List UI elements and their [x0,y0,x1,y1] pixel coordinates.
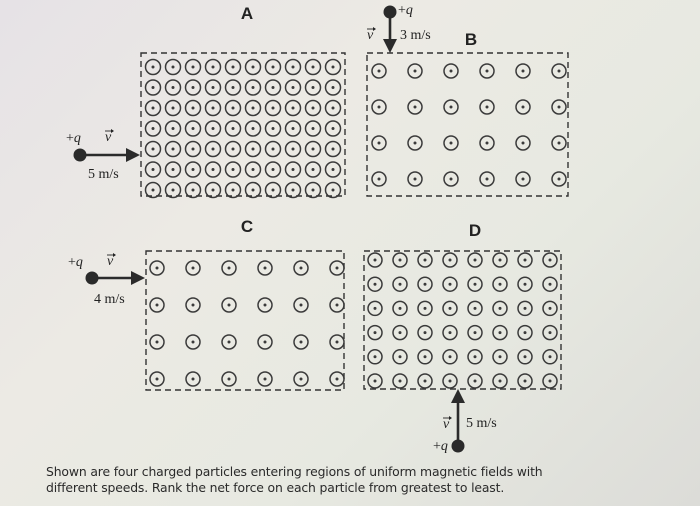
speed-label: 3 m/s [400,28,431,43]
velocity-symbol: v [107,254,114,269]
field-region [363,250,562,390]
charge-dot [451,439,465,453]
arrow-head-icon [383,39,397,53]
field-out-of-page-symbols [149,260,345,387]
arrow-head-icon [451,389,465,403]
charge-label: +q [68,255,83,270]
charge-dot [383,5,397,19]
arrow-head-icon [131,271,145,285]
speed-label: 4 m/s [94,292,125,307]
charge-label: +q [398,3,413,18]
magnetic-field-diagram: A +q v 5 m/s B +q v 3 m/sC +q v 4 m/s D +q v 5 m/s [66,3,569,454]
question-text: Shown are four charged particles enterin… [46,464,646,496]
panel-a: A +q v 5 m/s [66,4,346,199]
arrow-head-icon [126,148,140,162]
panel-c: C +q v 4 m/s [68,217,345,391]
field-region [145,250,345,391]
velocity-symbol: v [443,417,450,432]
particle-d: +q v 5 m/s [433,389,497,454]
panel-b: B +q v 3 m/s [366,3,569,197]
panel-d: D +q v 5 m/s [363,221,562,454]
speed-label: 5 m/s [88,167,119,182]
charge-dot [85,271,99,285]
particle-c: +q v 4 m/s [68,253,145,307]
velocity-symbol: v [105,130,112,145]
particle-a: +q v 5 m/s [66,129,140,182]
field-region [366,52,569,197]
charge-dot [73,148,87,162]
velocity-symbol: v [367,28,374,43]
field-out-of-page-symbols [371,63,567,187]
field-region [140,52,346,197]
speed-label: 5 m/s [466,416,497,431]
question-line-2: different speeds. Rank the net force on … [46,480,505,495]
panel-label: A [241,4,253,23]
panel-label: B [465,30,477,49]
field-out-of-page-symbols [367,252,558,389]
panel-label: C [241,217,253,236]
field-out-of-page-symbols [144,58,342,199]
question-line-1: Shown are four charged particles enterin… [46,464,543,479]
charge-label: +q [66,131,81,146]
charge-label: +q [433,439,448,454]
panel-label: D [469,221,481,240]
particle-b: +q v 3 m/s [367,3,431,53]
